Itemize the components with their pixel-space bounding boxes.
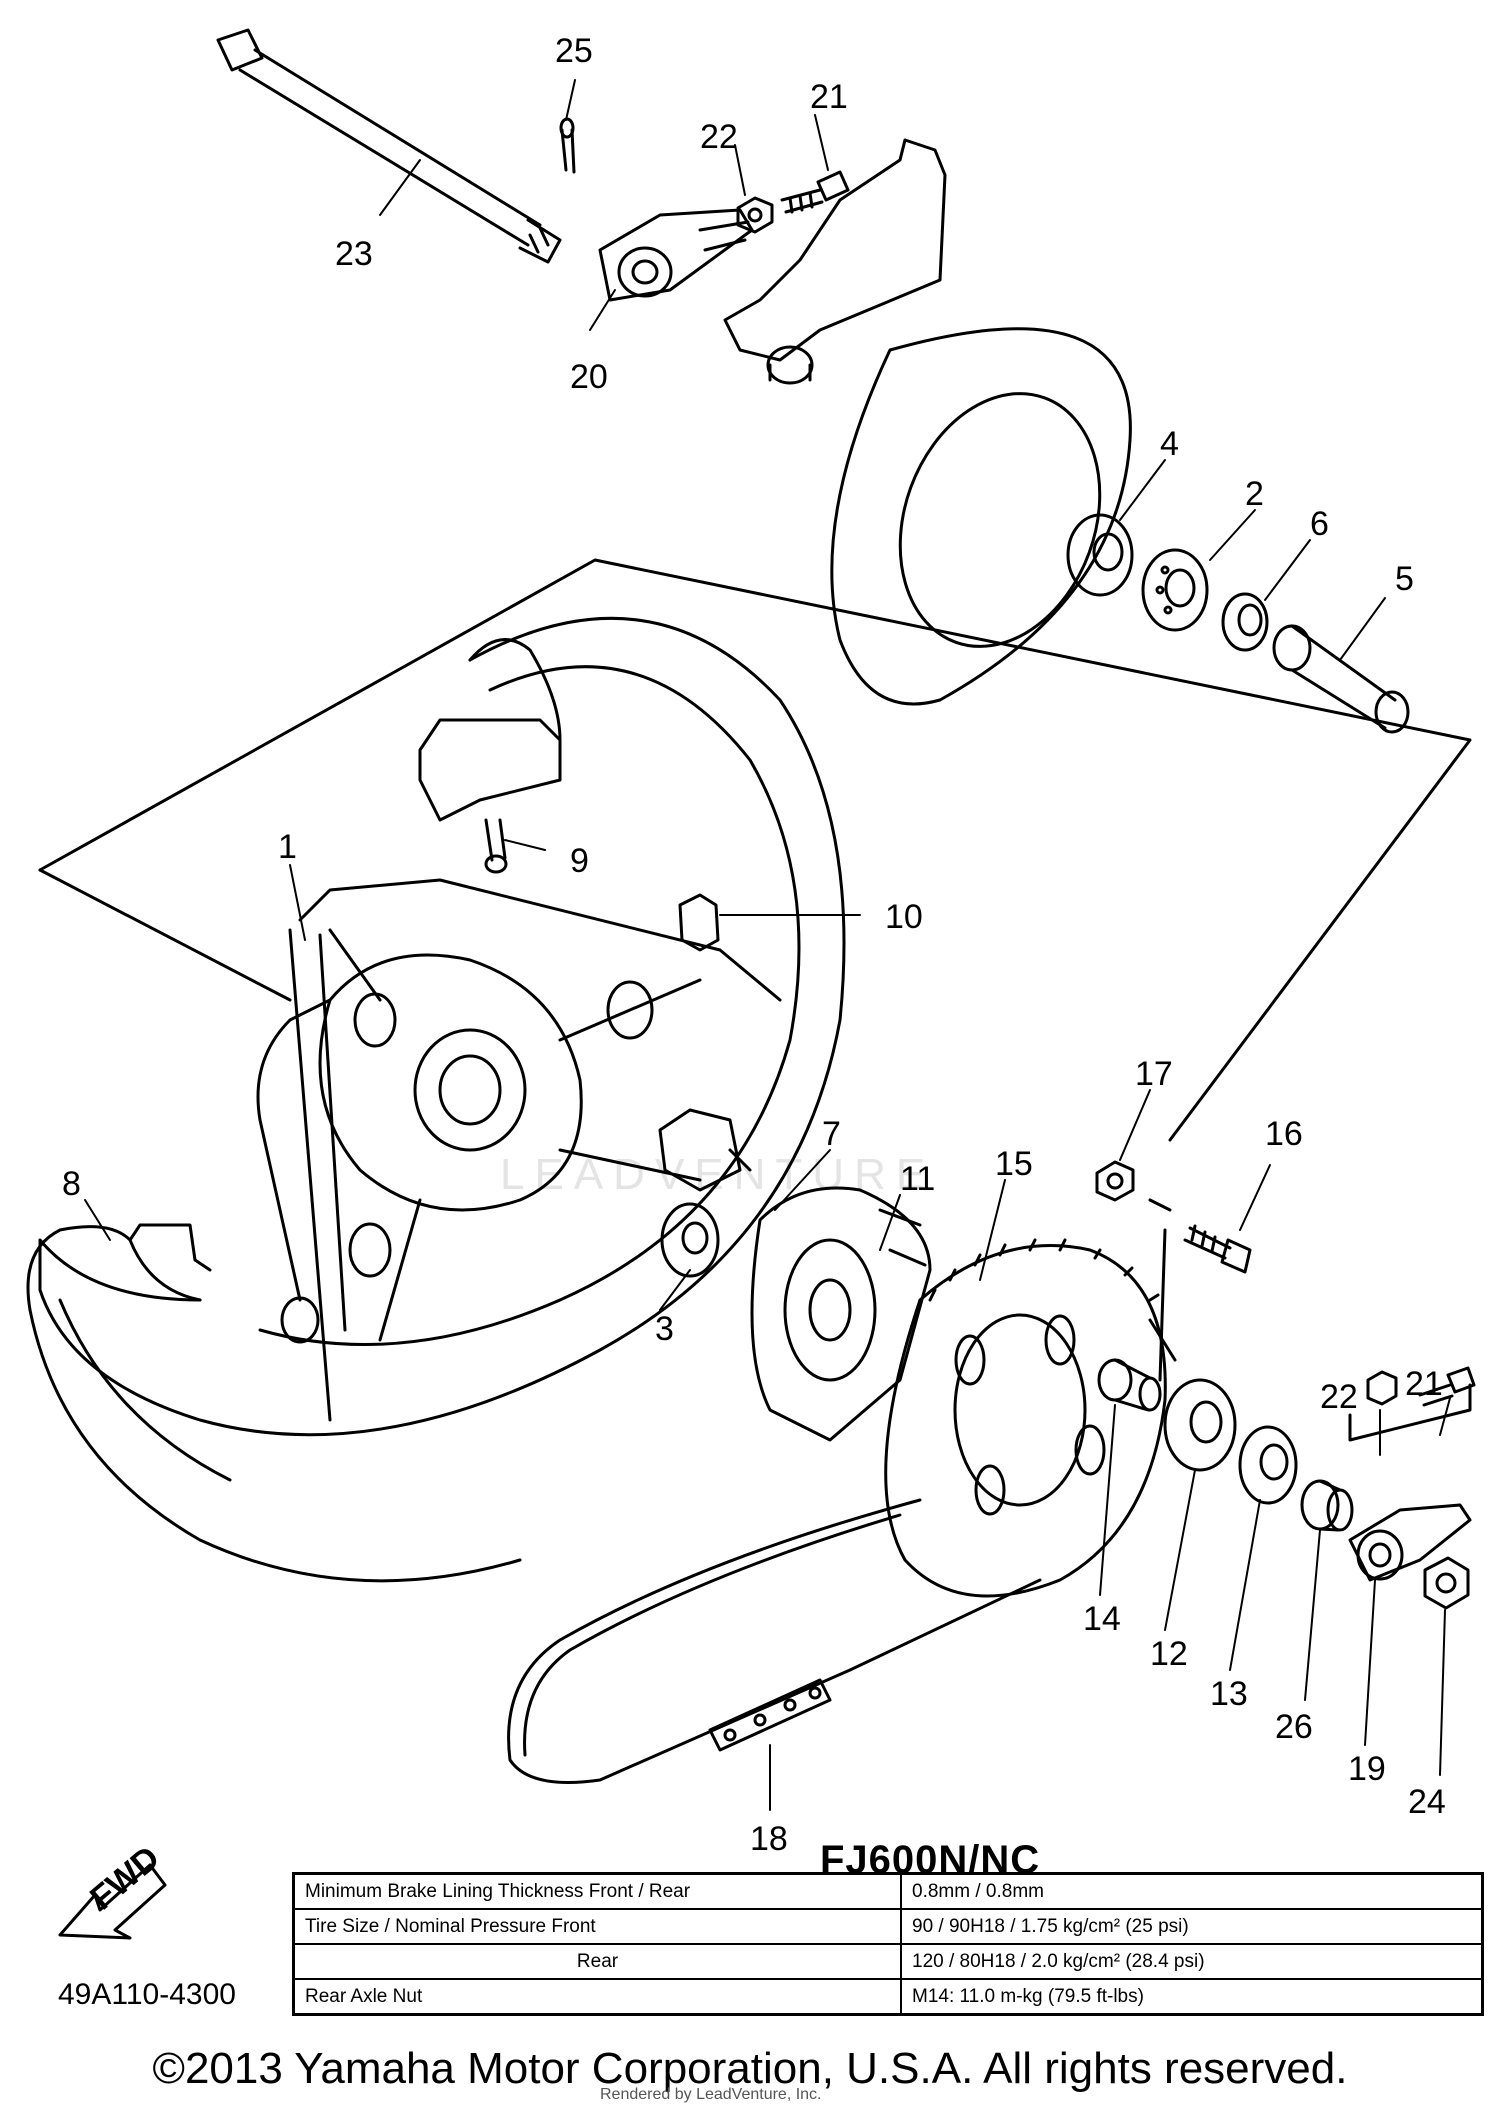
- callout-22-top: 22: [700, 118, 738, 156]
- assembly-outline: [38, 558, 1472, 1142]
- chain-adjuster-right: [1348, 1503, 1472, 1582]
- callout-3: 3: [655, 1310, 674, 1348]
- callout-25: 25: [555, 32, 593, 70]
- sprocket-bolt: [1183, 1224, 1252, 1274]
- spec-table: Minimum Brake Lining Thickness Front / R…: [292, 1872, 1484, 2016]
- spacer-6: [1221, 592, 1269, 652]
- adjuster-nut-right: [1366, 1370, 1398, 1406]
- clutch-hub: [750, 1186, 932, 1442]
- callout-26: 26: [1275, 1708, 1313, 1746]
- oil-seal-4: [1066, 513, 1134, 597]
- sprocket-bolt-leader: [1148, 1198, 1172, 1382]
- cotter-pin: [559, 117, 576, 174]
- callout-20: 20: [570, 358, 608, 396]
- callout-5: 5: [1395, 560, 1414, 598]
- callout-24: 24: [1408, 1783, 1446, 1821]
- adjuster-group-bracket: [1348, 1383, 1472, 1442]
- fwd-label: FWD: [83, 1839, 167, 1918]
- callout-9: 9: [570, 842, 589, 880]
- part-code: 49A110-4300: [58, 1978, 236, 2011]
- callout-15: 15: [995, 1145, 1033, 1183]
- callout-1: 1: [278, 828, 297, 866]
- spec-value: M14: 11.0 m-kg (79.5 ft-lbs): [900, 1978, 1484, 2016]
- caliper-bracket: [723, 138, 947, 385]
- rear-sprocket: [884, 1238, 1177, 1598]
- callout-4: 4: [1160, 425, 1179, 463]
- callout-8: 8: [62, 1165, 81, 1203]
- adjuster-nut-top: [736, 196, 774, 234]
- callout-17: 17: [1135, 1055, 1173, 1093]
- bearing-12: [1163, 1378, 1237, 1472]
- sprocket-nut: [1095, 1160, 1135, 1202]
- bearing-3: [660, 1202, 720, 1278]
- spec-row: Minimum Brake Lining Thickness Front / R…: [292, 1872, 1484, 1910]
- collar-5: [1272, 624, 1410, 734]
- callout-19: 19: [1348, 1750, 1386, 1788]
- callout-7: 7: [822, 1115, 841, 1153]
- chain-joint: [708, 1678, 832, 1752]
- tire-valve: [484, 818, 508, 874]
- adjuster-bolt-top: [780, 170, 850, 214]
- callout-2: 2: [1245, 475, 1264, 513]
- fwd-arrow-icon: [58, 1863, 167, 1940]
- brake-disc: [830, 327, 1132, 706]
- chain-adjuster-left: [598, 208, 754, 302]
- callout-21-top: 21: [810, 78, 848, 116]
- callout-18: 18: [750, 1820, 788, 1858]
- spec-label: Rear Axle Nut: [292, 1978, 902, 2016]
- callout-10: 10: [885, 898, 923, 936]
- spec-label: Rear: [292, 1943, 902, 1980]
- spec-value: 120 / 80H18 / 2.0 kg/cm² (28.4 psi): [900, 1943, 1484, 1980]
- spec-row: Rear 120 / 80H18 / 2.0 kg/cm² (28.4 psi): [292, 1943, 1484, 1980]
- spec-value: 90 / 90H18 / 1.75 kg/cm² (25 psi): [900, 1908, 1484, 1945]
- callout-14: 14: [1083, 1600, 1121, 1638]
- spec-label: Minimum Brake Lining Thickness Front / R…: [292, 1872, 902, 1910]
- speedometer-unit: [658, 1108, 752, 1192]
- spec-value: 0.8mm / 0.8mm: [900, 1872, 1484, 1910]
- rear-tire: [26, 1223, 522, 1583]
- drive-chain: [507, 1498, 1042, 1784]
- rendered-by-note: Rendered by LeadVenture, Inc.: [600, 2086, 822, 2103]
- bearing-2: [1141, 548, 1209, 632]
- copyright-notice: ©2013 Yamaha Motor Corporation, U.S.A. A…: [152, 2044, 1348, 2093]
- callout-11: 11: [900, 1160, 935, 1198]
- callout-16: 16: [1265, 1115, 1303, 1153]
- spacer-26: [1300, 1479, 1354, 1532]
- callout-23: 23: [335, 235, 373, 273]
- callout-22-right: 22: [1320, 1378, 1358, 1416]
- callout-6: 6: [1310, 505, 1329, 543]
- adjuster-bolt-right: [1418, 1366, 1476, 1407]
- rear-wheel: [38, 616, 846, 1437]
- callout-12: 12: [1150, 1635, 1188, 1673]
- axle-nut: [1423, 1556, 1470, 1610]
- balance-weight: [678, 893, 720, 952]
- oil-seal-13: [1238, 1425, 1298, 1505]
- spec-row: Tire Size / Nominal Pressure Front 90 / …: [292, 1908, 1484, 1945]
- collar-14: [1097, 1358, 1162, 1412]
- leader-lines: [84, 79, 1451, 1811]
- spec-row: Rear Axle Nut M14: 11.0 m-kg (79.5 ft-lb…: [292, 1978, 1484, 2016]
- rear-axle: [216, 28, 562, 264]
- spec-label: Tire Size / Nominal Pressure Front: [292, 1908, 902, 1945]
- callout-21-right: 21: [1405, 1365, 1443, 1403]
- callout-13: 13: [1210, 1675, 1248, 1713]
